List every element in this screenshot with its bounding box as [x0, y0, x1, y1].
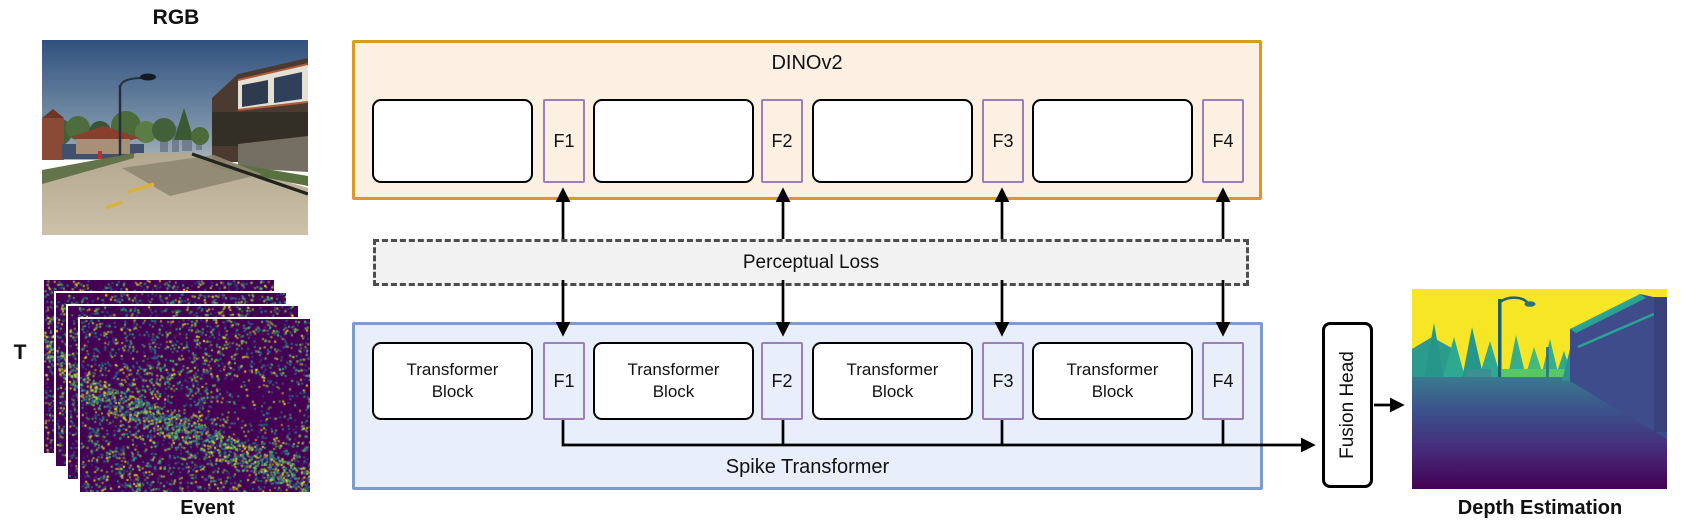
dino-block-4: [1032, 99, 1193, 183]
perceptual-loss-label: Perceptual Loss: [742, 251, 880, 273]
hydrant: [98, 151, 102, 159]
dino-block-2: [593, 99, 754, 183]
event-frame-4: [78, 317, 312, 494]
transformer-block-1: Transformer Block: [372, 342, 533, 420]
street-lamp: [118, 73, 156, 160]
right-building: [212, 58, 308, 172]
dino-block-3: [812, 99, 973, 183]
left-shed-roof: [42, 109, 64, 118]
grass-strip: [42, 153, 134, 184]
transformer-block-3: Transformer Block: [812, 342, 973, 420]
curb-line: [191, 152, 308, 196]
event-label: Event: [180, 497, 235, 519]
lane-markings: [105, 182, 155, 210]
dino-feature-f4: F4: [1202, 99, 1244, 183]
depth-right-building: [1562, 294, 1667, 439]
depth-label: Depth Estimation: [1457, 497, 1623, 519]
spike-feature-f2: F2: [761, 342, 803, 420]
left-shed: [42, 118, 64, 160]
transformer-block-4: Transformer Block: [1032, 342, 1193, 420]
dinov2-title: DINOv2: [771, 52, 843, 74]
dino-block-1: [372, 99, 533, 183]
rgb-label: RGB: [152, 6, 200, 29]
depth-lamp: [1498, 296, 1549, 381]
fusion-head-label: Fusion Head: [1336, 351, 1358, 459]
spike-feature-f1: F1: [543, 342, 585, 420]
time-axis-label: T: [13, 341, 27, 364]
spike-feature-f4: F4: [1202, 342, 1244, 420]
fusion-head-box: Fusion Head: [1322, 322, 1373, 488]
spike-feature-f3: F3: [982, 342, 1024, 420]
rgb-image: [42, 40, 308, 235]
spike-transformer-title: Spike Transformer: [725, 456, 890, 478]
dino-feature-f3: F3: [982, 99, 1024, 183]
dino-feature-f1: F1: [543, 99, 585, 183]
transformer-block-2: Transformer Block: [593, 342, 754, 420]
dino-feature-f2: F2: [761, 99, 803, 183]
depth-image: [1412, 289, 1667, 489]
perceptual-loss-box: Perceptual Loss: [373, 239, 1249, 286]
